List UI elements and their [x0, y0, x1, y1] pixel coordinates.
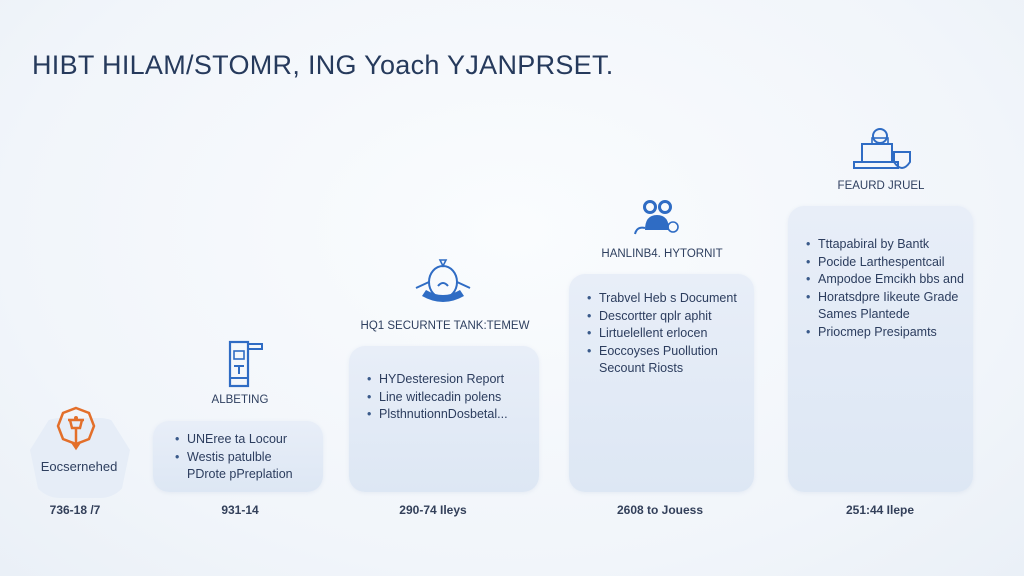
step-5-footer: 251:44 Ilepe: [845, 503, 915, 517]
step-3-footer: 290-74 Ileys: [399, 503, 467, 517]
step-4-label: HANLINB4. HYTORNIT: [601, 248, 723, 260]
step-3-label: HQ1 SECURNTE TANK:TEMEW: [360, 320, 530, 332]
step-3-item: PlsthnutionnDosbetal...: [365, 406, 539, 424]
binoculars-icon: [633, 198, 681, 243]
step-5-item: Priocmep Presipamts: [804, 324, 973, 342]
step-3-item: HYDesteresion Report: [365, 371, 539, 389]
step-2-item: PDrote pPreplation: [187, 467, 293, 481]
step-4-item: Secount Riosts: [599, 361, 684, 375]
step-2-item: Westis patulble: [173, 449, 323, 467]
step-5-item: Horatsdpre Iikeute Grade: [804, 289, 973, 307]
step-4-card: Trabvel Heb s Document Descortter qplr a…: [569, 274, 754, 492]
step-5-item: Ampodoe Emcikh bbs and: [804, 271, 973, 289]
step-4-item: Lirtuelellent erlocen: [585, 325, 754, 343]
step-4-item: Trabvel Heb s Document: [585, 290, 754, 308]
robot-icon: [414, 256, 472, 311]
step-3-item: Line witlecadin polens: [365, 389, 539, 407]
step-5-label: FEAURD JRUEL: [837, 180, 925, 192]
step-2-footer: 931-14: [221, 503, 259, 517]
step-3-card: HYDesteresion Report Line witlecadin pol…: [349, 346, 539, 492]
step-4-item: Eoccoyses Puollution: [585, 343, 754, 361]
step-1-footer: 736-18 /7: [49, 503, 101, 517]
step-5-item: Tttapabiral by Bantk: [804, 236, 973, 254]
step-5-item: Sames Plantede: [818, 307, 910, 321]
step-1-label: Eocsernehed: [40, 459, 118, 474]
orange-badge-icon: [56, 406, 96, 461]
step-1: [30, 418, 130, 498]
step-2-item: UNEree ta Locour: [173, 431, 323, 449]
kiosk-icon: [226, 338, 266, 393]
step-5-card: Tttapabiral by Bantk Pocide Larthespentc…: [788, 206, 973, 492]
desk-icon: [852, 124, 916, 179]
step-4-item: Descortter qplr aphit: [585, 308, 754, 326]
step-4-footer: 2608 to Jouess: [616, 503, 704, 517]
step-2-card: UNEree ta Locour Westis patulble PDrote …: [153, 421, 323, 492]
step-2-label: ALBETING: [211, 394, 269, 406]
step-5-item: Pocide Larthespentcail: [804, 254, 973, 272]
page-title: HIBT HILAM/STOMR, ING Yoach YJANPRSET.: [32, 50, 614, 80]
